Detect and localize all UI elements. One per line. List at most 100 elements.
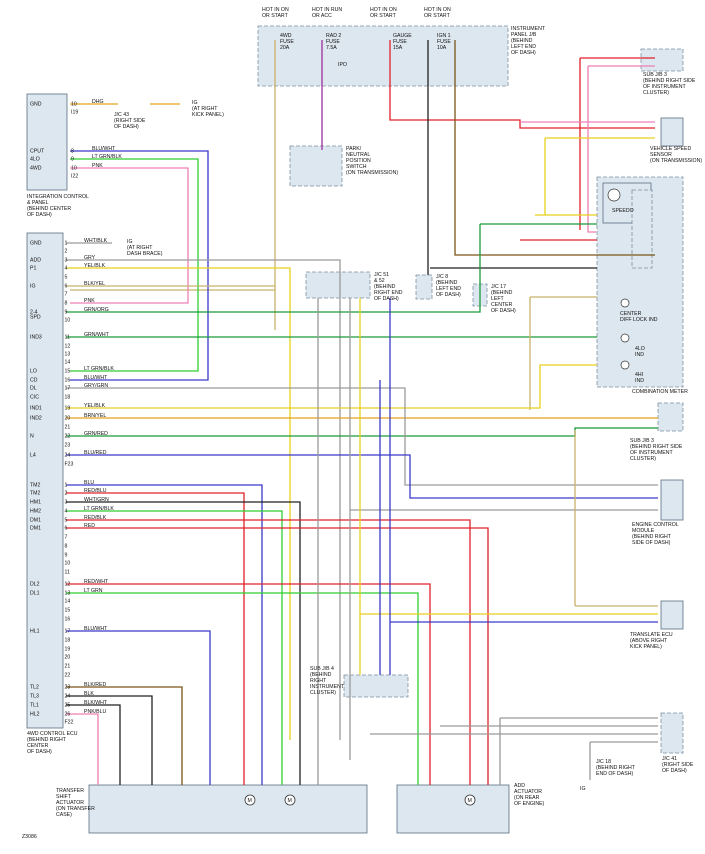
- integ-pin-wire: DHG: [92, 99, 104, 105]
- ecu-4wd: [26, 232, 64, 729]
- ecu-pin-name: IG: [30, 284, 35, 290]
- integ-pin-num: 8: [71, 149, 74, 155]
- ecu-pin-wire: BLU/WHT: [84, 626, 108, 632]
- integ-pin-num: I22: [71, 174, 78, 180]
- ecu-pin-name: P1: [30, 266, 36, 272]
- ecu-pin-num: F22: [65, 720, 74, 726]
- ecu-pin-num: 14: [65, 599, 71, 605]
- ecu-pin-num: 16: [65, 617, 71, 623]
- ecu-pin-num: 13: [65, 352, 71, 358]
- add-actuator: [396, 784, 510, 834]
- ecu-pin-num: 20: [65, 416, 71, 422]
- ecu-pin-name: DL2: [30, 582, 40, 588]
- ecu-pin-wire: BLK/WHT: [84, 700, 108, 706]
- ecu-pin-name: HL1: [30, 629, 40, 635]
- park-neutral-switch: [289, 145, 343, 187]
- ecu-pin-num: 21: [65, 425, 71, 431]
- speedo-inner: [631, 189, 653, 269]
- ecu-pin-num: 17: [65, 629, 71, 635]
- motor-m-1: M: [248, 798, 252, 804]
- ecu-pin-num: 7: [65, 535, 68, 541]
- integ-pin-wire: BLU/WHT: [92, 146, 116, 152]
- ecu-pin-wire: GRY: [84, 255, 96, 261]
- ecu-pin-num: 26: [65, 712, 71, 718]
- ecu-pin-wire: LT GRN: [84, 588, 103, 594]
- ecu-pin-wire: BLK: [84, 691, 94, 697]
- integ-pin-wire: PNK: [92, 163, 103, 169]
- ecu-pin-num: 21: [65, 664, 71, 670]
- ecu-pin-name: IND2: [30, 416, 42, 422]
- ecu-pin-num: 6: [65, 526, 68, 532]
- motor-icon-3: [464, 794, 476, 806]
- integration-title: INTEGRATION CONTROL& PANEL(BEHIND CENTER…: [27, 194, 89, 218]
- ecu-pin-wire: YEL/BLK: [84, 403, 106, 409]
- ecu-pin-name: DL1: [30, 591, 40, 597]
- ecu-pin-name: DM1: [30, 526, 41, 532]
- ecu-pin-num: 8: [65, 544, 68, 550]
- ecu-pin-name: LO: [30, 369, 37, 375]
- integ-pin-num: 10: [71, 166, 77, 172]
- ecu-pin-wire: WHT/GRN: [84, 497, 109, 503]
- ig-bottom-label: IG: [580, 786, 585, 792]
- ecu-pin-num: 14: [65, 360, 71, 366]
- ecu-pin-name: TL3: [30, 694, 39, 700]
- transfer-shift-actuator: [88, 784, 368, 834]
- ecu-pin-num: 9: [65, 310, 68, 316]
- motor-icon-1: [244, 794, 256, 806]
- jc51-52: [305, 271, 371, 299]
- ecu-pin-wire: BLU/RED: [84, 450, 107, 456]
- ecu-pin-num: 11: [65, 570, 70, 576]
- ecu-pin-num: 16: [65, 378, 71, 384]
- center-diff-lock-icon: [620, 298, 630, 308]
- sub-jb4: [343, 674, 409, 698]
- integ-pin-num: 9: [71, 157, 74, 163]
- ecu-pin-num: 13: [65, 591, 71, 597]
- ecu-pin-num: 1: [65, 241, 68, 247]
- combination-meter-title: COMBINATION METER: [632, 389, 688, 395]
- speedo-label: SPEEDO: [612, 208, 634, 214]
- ecu-pin-name: L4: [30, 453, 36, 459]
- ecu-pin-num: 7: [65, 292, 68, 298]
- integ-pin-name: CPUT: [30, 149, 45, 155]
- ecu-pin-num: 15: [65, 369, 71, 375]
- ecu-pin-wire: GRY/GRN: [84, 383, 108, 389]
- ecu-pin-num: 6: [65, 284, 68, 290]
- motor-icon-2: [284, 794, 296, 806]
- ecu-pin-num: 18: [65, 638, 71, 644]
- speedo-icon: [607, 188, 621, 202]
- ecu-pin-name: GND: [30, 241, 42, 247]
- engine-control-module: [660, 479, 684, 521]
- ecu-pin-num: 2: [65, 249, 68, 255]
- ecu-pin-num: 22: [65, 434, 71, 440]
- ecu-pin-num: 17: [65, 386, 71, 392]
- jc8: [415, 274, 433, 300]
- integ-pin-name: GND: [30, 102, 42, 108]
- ecu-pin-num: 25: [65, 703, 71, 709]
- ecu-pin-wire: BLK/YEL: [84, 281, 105, 287]
- vehicle-speed-sensor: [660, 117, 684, 147]
- 4hi-indicator-icon: [620, 360, 630, 370]
- ecu-pin-num: 9: [65, 553, 68, 559]
- ecu-pin-name: N: [30, 434, 34, 440]
